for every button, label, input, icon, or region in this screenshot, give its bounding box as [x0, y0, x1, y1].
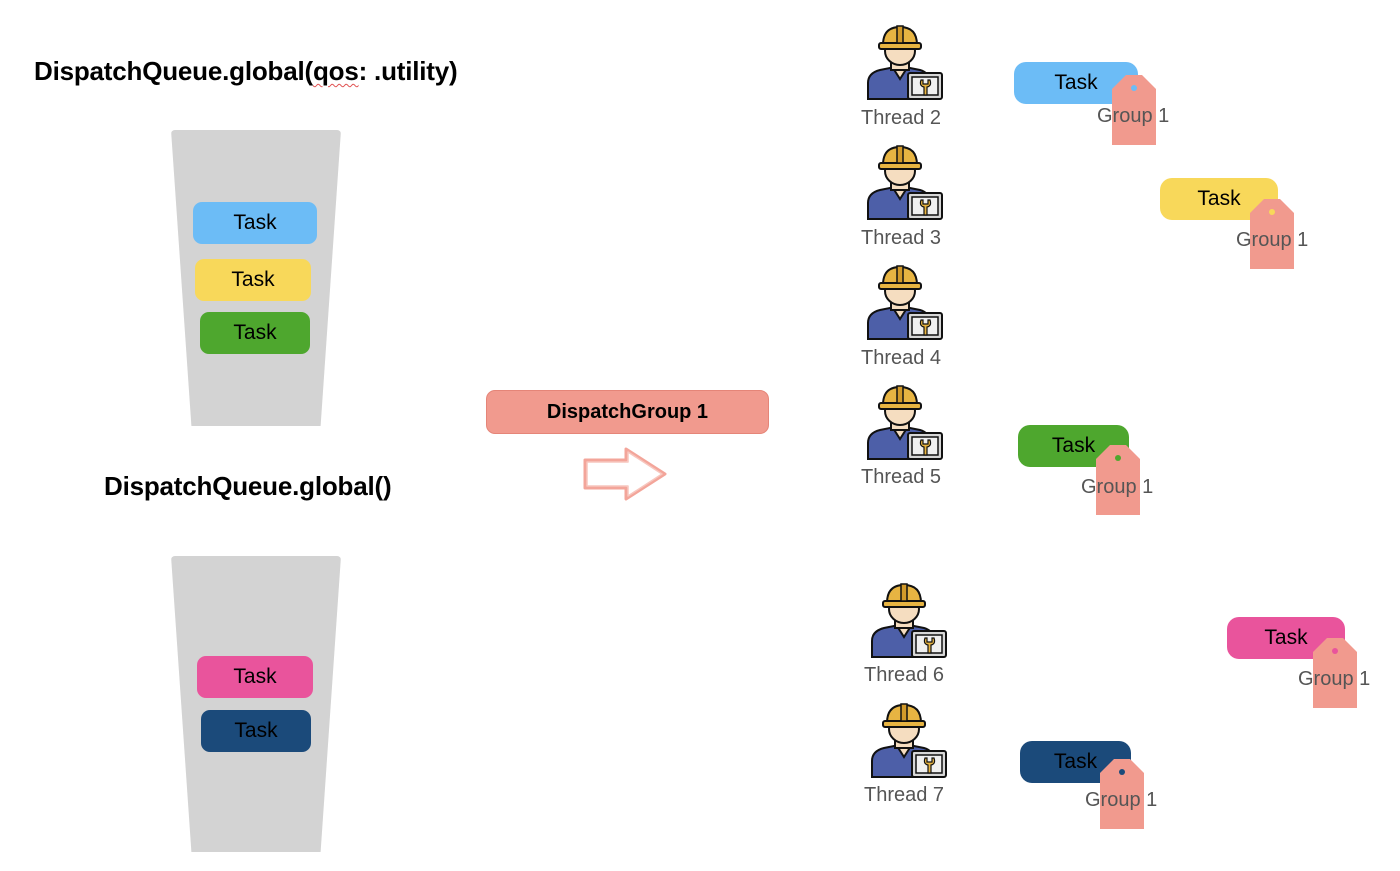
queue-title-utility-qos: qos [312, 56, 359, 86]
worker-icon-thread-5 [867, 385, 943, 460]
queue-title-utility-suffix: : .utility) [358, 56, 458, 86]
price-tag-icon [1250, 199, 1294, 269]
queue-default-container [171, 556, 341, 852]
thread-label: Thread 4 [861, 347, 942, 369]
thread-label: Thread 6 [864, 664, 945, 686]
price-tag-icon [1112, 75, 1156, 145]
worker-icon-thread-4 [867, 265, 943, 340]
queue-task-pink: Task [197, 656, 313, 698]
group-tag-label: Group 1 [1097, 105, 1170, 127]
group-tag-label: Group 1 [1298, 668, 1371, 690]
queue-title-utility-prefix: DispatchQueue.global( [34, 56, 313, 86]
worker-icon-thread-3 [867, 145, 943, 220]
thread-label: Thread 2 [861, 107, 942, 129]
queue-title-utility: DispatchQueue.global(qos: .utility) [34, 56, 458, 87]
thread-label: Thread 7 [864, 784, 945, 806]
dispatch-group-pill: DispatchGroup 1 [486, 390, 769, 434]
price-tag-icon [1100, 759, 1144, 829]
right-arrow-icon [583, 447, 667, 501]
queue-task-green: Task [200, 312, 310, 354]
worker-icon-thread-7 [871, 703, 947, 778]
group-tag-label: Group 1 [1236, 229, 1309, 251]
group-tag-label: Group 1 [1081, 476, 1154, 498]
price-tag-icon [1313, 638, 1357, 708]
queue-task-yellow: Task [195, 259, 311, 301]
queue-title-default: DispatchQueue.global() [104, 471, 392, 501]
worker-icon-thread-6 [871, 583, 947, 658]
thread-label: Thread 3 [861, 227, 942, 249]
queue-task-navy: Task [201, 710, 311, 752]
queue-task-blue: Task [193, 202, 317, 244]
group-tag-label: Group 1 [1085, 789, 1158, 811]
thread-label: Thread 5 [861, 466, 942, 488]
price-tag-icon [1096, 445, 1140, 515]
worker-icon-thread-2 [867, 25, 943, 100]
